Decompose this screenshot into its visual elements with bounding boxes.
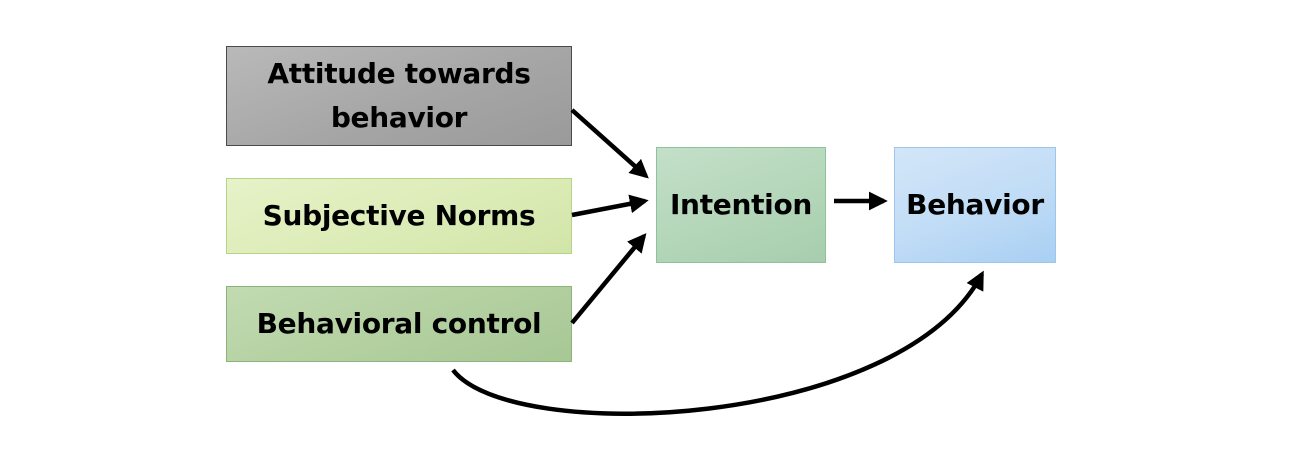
intention-label: Intention bbox=[669, 188, 813, 221]
behavioral-control-node: Behavioral control bbox=[226, 286, 572, 362]
behavior-label: Behavior bbox=[906, 188, 1044, 221]
intention-node: Intention bbox=[656, 147, 826, 263]
subjective-norms-node: Subjective Norms bbox=[226, 178, 572, 254]
behavioral-control-label: Behavioral control bbox=[256, 307, 542, 340]
behavior-node: Behavior bbox=[894, 147, 1056, 263]
attitude-label: Attitude towards behavior bbox=[267, 57, 531, 134]
arrow-control-to-intention bbox=[570, 233, 647, 325]
arrow-norms-to-intention bbox=[571, 194, 649, 218]
subjective-norms-label: Subjective Norms bbox=[262, 199, 536, 232]
arrow-control-to-behavior bbox=[451, 270, 984, 416]
attitude-node: Attitude towards behavior bbox=[226, 46, 572, 146]
arrow-attitude-to-intention bbox=[570, 108, 649, 179]
